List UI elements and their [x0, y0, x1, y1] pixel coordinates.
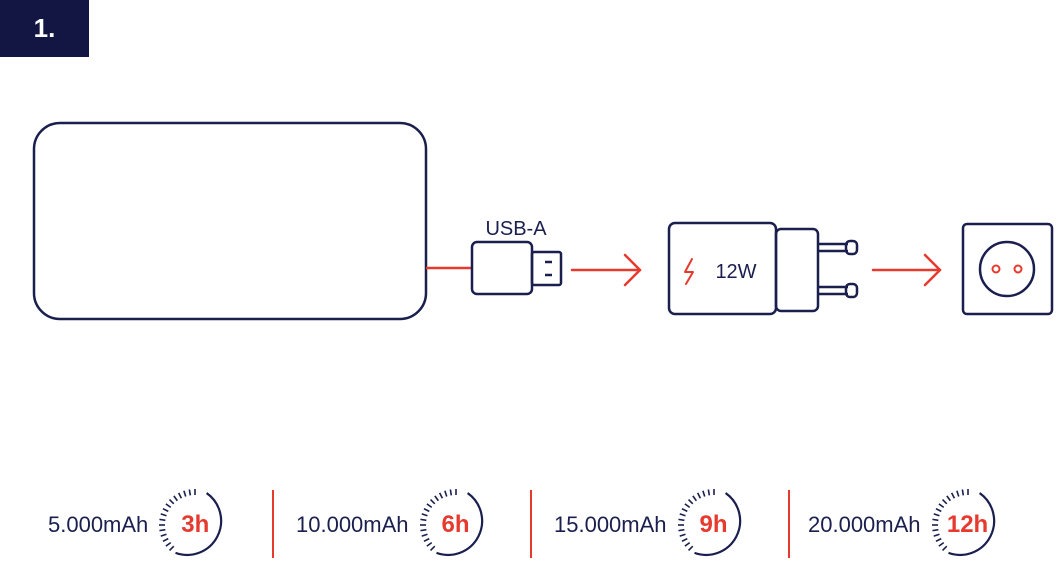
gauge-tick: [183, 490, 187, 497]
gauge-tick: [165, 503, 172, 509]
clock-gauge-icon: 12h: [931, 488, 1005, 562]
gauge-tick: [679, 533, 686, 537]
gauge-tick: [696, 492, 701, 499]
capacity-label: 15.000mAh: [554, 512, 667, 537]
gauge-tick: [691, 495, 697, 502]
gauge-tick: [931, 518, 939, 522]
divider: [788, 490, 790, 558]
capacity-label: 20.000mAh: [808, 512, 921, 537]
gauge-tick: [683, 541, 690, 547]
charging-time: 12h: [946, 511, 989, 538]
charging-time-5000: 5.000mAh 3h: [48, 488, 232, 562]
gauge-tick: [425, 541, 432, 547]
usb-a-plug-icon: [470, 240, 563, 296]
gauge-tick: [160, 533, 168, 537]
arrow-right-icon: [570, 253, 642, 287]
gauge-tick: [945, 495, 951, 502]
gauge-tick: [421, 513, 428, 517]
gauge-tick: [421, 533, 428, 537]
gauge-tick: [937, 541, 944, 547]
gauge-tick: [423, 507, 430, 513]
gauge-tick: [169, 498, 175, 505]
gauge-tick: [419, 518, 427, 522]
gauge-tick: [159, 528, 166, 532]
arrow-right-icon: [871, 253, 942, 287]
gauge-tick: [159, 518, 166, 522]
charging-time: 6h: [441, 511, 470, 538]
gauge-tick: [423, 537, 430, 543]
gauge-tick: [933, 513, 940, 517]
gauge-tick: [178, 492, 183, 499]
gauge-tick: [937, 503, 944, 509]
gauge-tick: [681, 537, 688, 543]
gauge-tick: [433, 495, 439, 502]
gauge-tick: [707, 489, 710, 496]
gauge-tick: [950, 492, 955, 499]
gauge-tick: [679, 513, 686, 517]
gauge-tick: [419, 528, 427, 532]
clock-gauge-icon: 3h: [158, 488, 232, 562]
gauge-tick: [425, 503, 432, 509]
gauge-tick: [677, 528, 685, 532]
clock-gauge-icon: 9h: [677, 488, 751, 562]
divider: [530, 490, 532, 558]
power-socket-icon: [961, 222, 1054, 316]
gauge-tick: [683, 503, 690, 509]
divider: [272, 490, 274, 558]
gauge-tick: [160, 513, 168, 517]
gauge-tick: [681, 507, 688, 513]
gauge-arc: [947, 492, 995, 556]
gauge-tick: [941, 545, 947, 552]
power-bank: [32, 121, 428, 321]
gauge-tick: [701, 490, 706, 497]
gauge-tick: [687, 498, 693, 505]
gauge-tick: [429, 498, 435, 505]
step-number: 1.: [33, 13, 56, 43]
gauge-tick: [165, 541, 172, 547]
charger-power-label: 12W: [715, 261, 756, 283]
gauge-tick: [429, 545, 435, 552]
gauge-tick: [935, 537, 942, 543]
charging-time: 3h: [181, 511, 210, 538]
usb-a-label: USB-A: [485, 218, 547, 240]
gauge-arc: [175, 492, 223, 556]
gauge-tick: [443, 490, 448, 497]
wall-charger: [667, 221, 859, 316]
gauge-tick: [438, 492, 443, 499]
gauge-tick: [955, 490, 960, 497]
gauge-tick: [173, 495, 179, 502]
clock-gauge-icon: 6h: [419, 488, 493, 562]
charging-time: 9h: [699, 511, 728, 538]
gauge-tick: [169, 545, 175, 552]
gauge-tick: [933, 533, 940, 537]
gauge-tick: [188, 489, 192, 496]
gauge-tick: [677, 518, 685, 522]
capacity-label: 10.000mAh: [296, 512, 409, 537]
gauge-arc: [693, 492, 741, 556]
gauge-tick: [941, 498, 947, 505]
gauge-tick: [687, 545, 693, 552]
gauge-tick: [162, 507, 169, 513]
gauge-tick: [935, 507, 942, 513]
lightning-bolt-icon: [684, 258, 694, 285]
gauge-tick: [449, 489, 452, 496]
charging-time-15000: 15.000mAh 9h: [554, 488, 751, 562]
charging-time-20000: 20.000mAh 12h: [808, 488, 1005, 562]
gauge-tick: [162, 537, 169, 543]
gauge-tick: [931, 528, 939, 532]
gauge-arc: [435, 492, 483, 556]
gauge-tick: [961, 489, 964, 496]
step-number-badge: 1.: [0, 0, 89, 57]
capacity-label: 5.000mAh: [48, 512, 149, 537]
charging-diagram: USB-A 12W: [32, 121, 1054, 321]
charging-time-10000: 10.000mAh 6h: [296, 488, 493, 562]
